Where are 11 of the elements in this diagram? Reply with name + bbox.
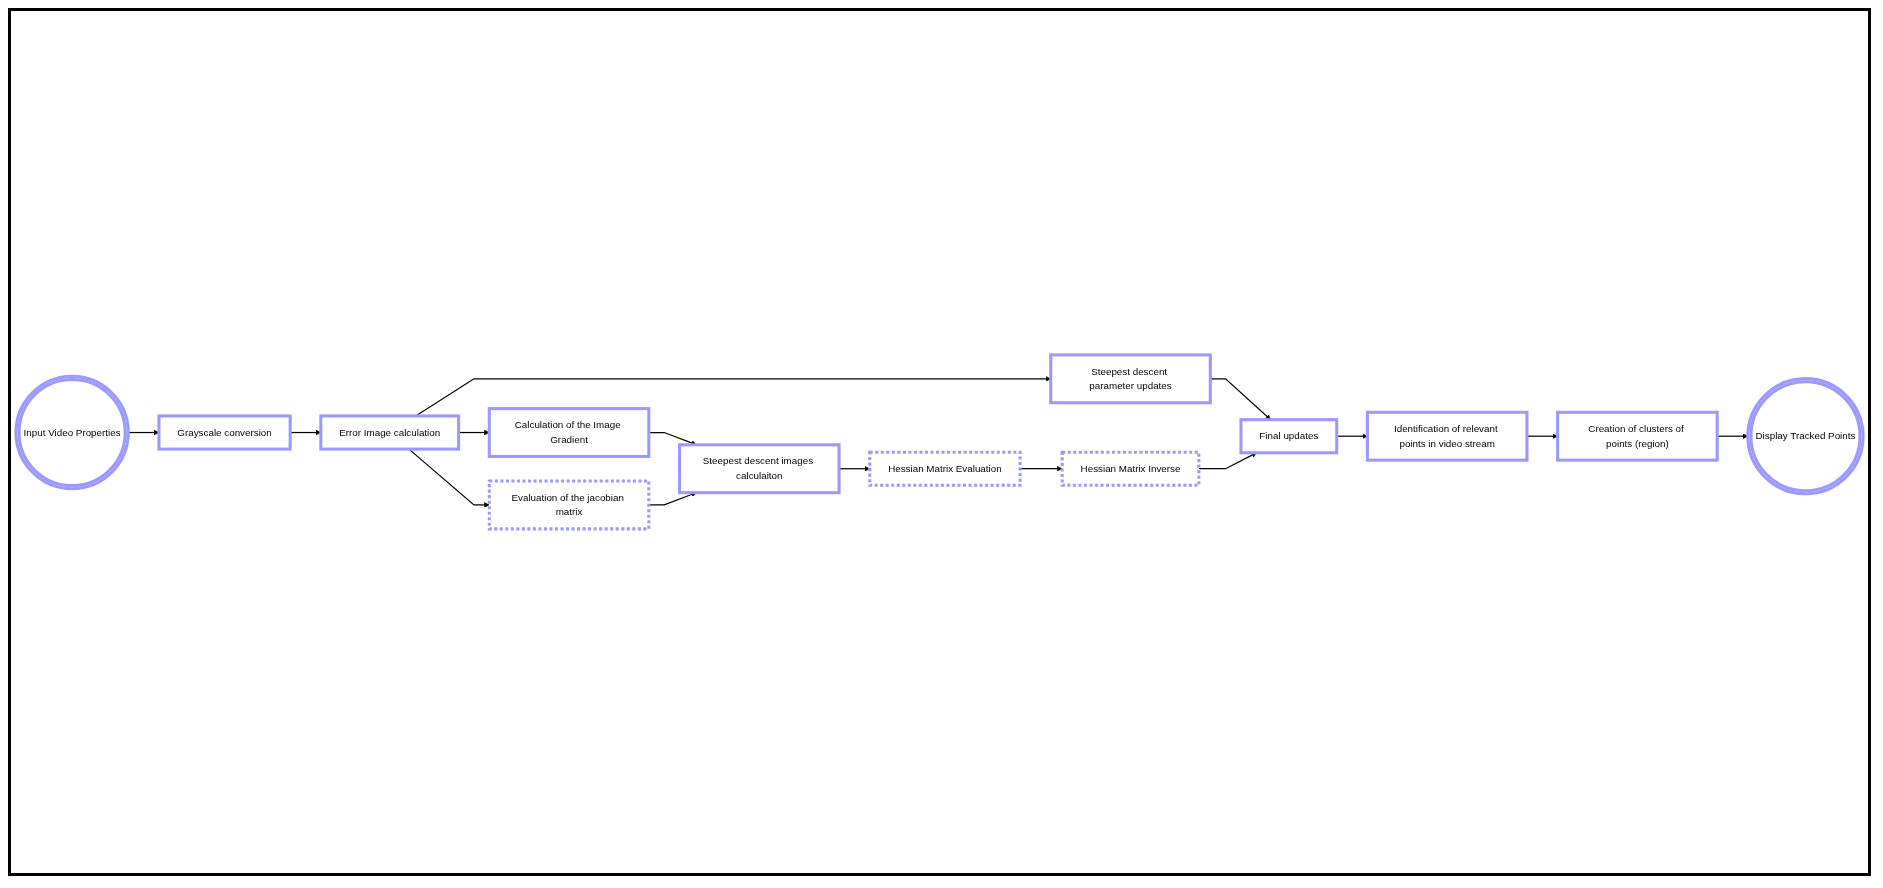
node-box: Steepest descent parameter updates [1049,353,1212,405]
node-box: Identification of relevant points in video stream [1365,410,1529,462]
node-box: Grayscale conversion [157,414,292,451]
node-box: Creation of clusters of points (region) [1556,410,1719,462]
node-box: Calculation of the Image Gradient [487,407,651,459]
node-box: Hessian Matrix Inverse [1060,450,1201,487]
node-box: Final updates [1239,418,1339,455]
node-box: Hessian Matrix Evaluation [868,450,1022,487]
node-box: Error Image calculation [319,414,461,451]
node-box: Steepest descent images calculaiton [677,443,841,495]
node-box: Evaluation of the jacobian matrix [487,479,651,531]
